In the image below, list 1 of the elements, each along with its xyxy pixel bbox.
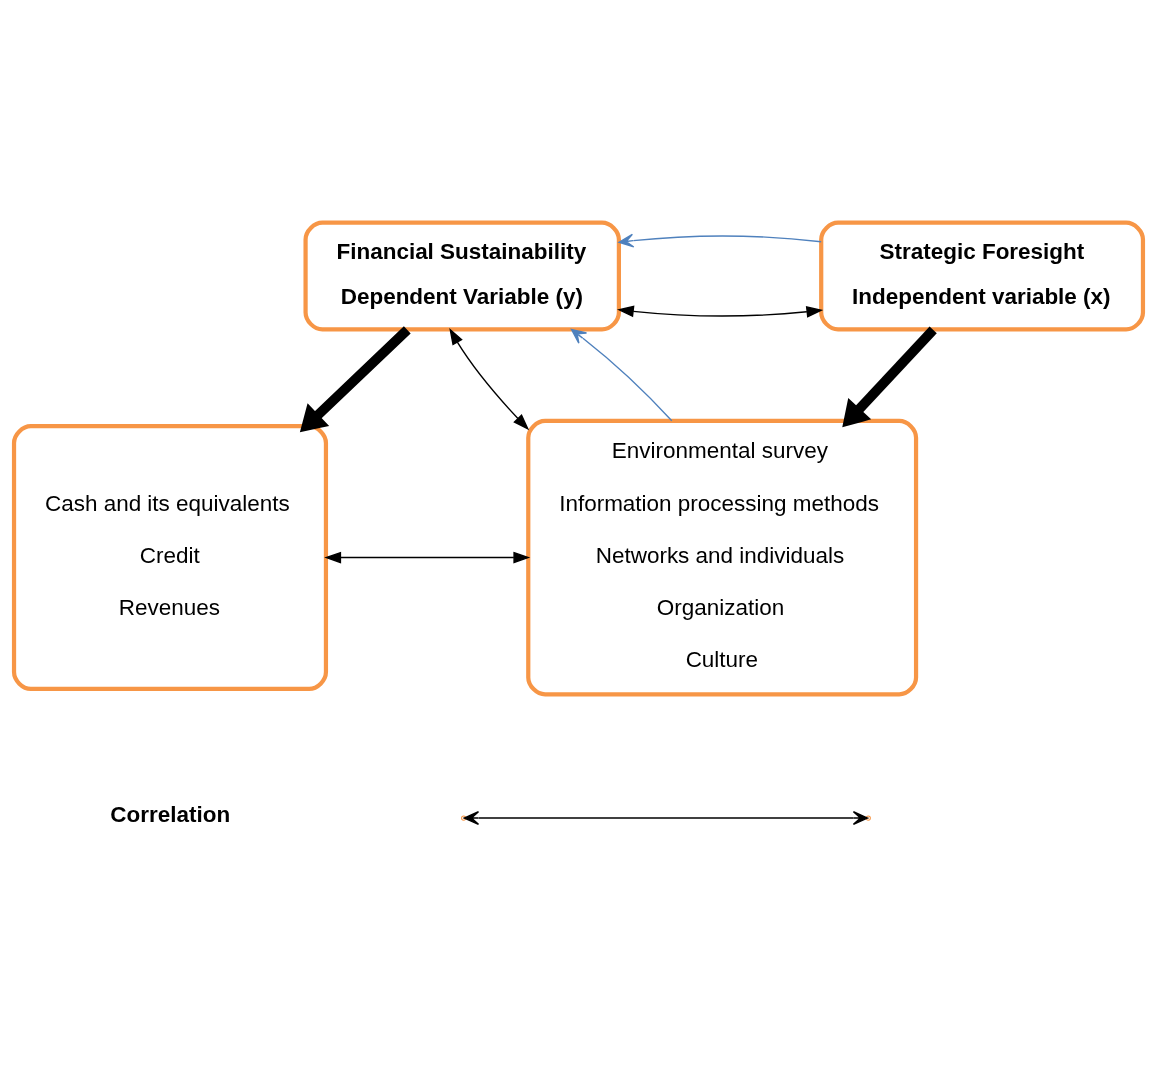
legend-label: Correlation [110,802,231,827]
